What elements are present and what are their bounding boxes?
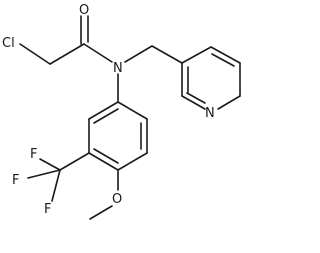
bond-cf3-f3: [51, 169, 61, 202]
amide-nitrogen-label: N: [113, 61, 123, 76]
chemical-structure: Cl O N N O F F F: [2, 3, 241, 220]
bond-cl-ch2: [19, 43, 51, 65]
bond-pyridine-5: [181, 95, 206, 110]
bond-aryl-4: [88, 152, 119, 171]
bonds: [19, 15, 241, 220]
bond-pyridine-4: [217, 95, 241, 110]
bond-cf3-f2: [27, 169, 61, 179]
bond-ch2-carbonyl: [49, 43, 85, 65]
bond-aryl-6-double: [93, 108, 119, 124]
bond-aryl-cf3: [59, 152, 90, 171]
bond-n-ch2: [124, 45, 153, 63]
chlorine-label: Cl: [2, 36, 15, 51]
bond-pyridine-2-double: [211, 53, 235, 67]
fluorine-label-1: F: [30, 147, 37, 162]
carbonyl-oxygen-label: O: [79, 3, 89, 18]
atom-labels: Cl O N N O F F F: [2, 3, 215, 217]
bond-pyridine-1: [181, 46, 212, 64]
fluorine-label-3: F: [44, 202, 51, 217]
pyridine-nitrogen-label: N: [205, 106, 215, 121]
bond-aryl-6: [88, 101, 119, 120]
bond-aryl-3: [117, 152, 148, 171]
methoxy-oxygen-label: O: [112, 192, 122, 207]
fluorine-label-2: F: [12, 173, 19, 188]
bond-pyridine-5-double: [186, 92, 206, 104]
bond-aryl-1: [117, 101, 148, 120]
bond-ch2-pyridine: [151, 45, 183, 64]
bond-pyridine-2: [210, 46, 241, 64]
bond-methoxy-oxygen-methyl: [89, 205, 113, 220]
bond-carbonyl-nitrogen: [83, 43, 113, 63]
bond-cf3-f1: [39, 158, 61, 171]
bond-aryl-4-double: [93, 148, 119, 164]
